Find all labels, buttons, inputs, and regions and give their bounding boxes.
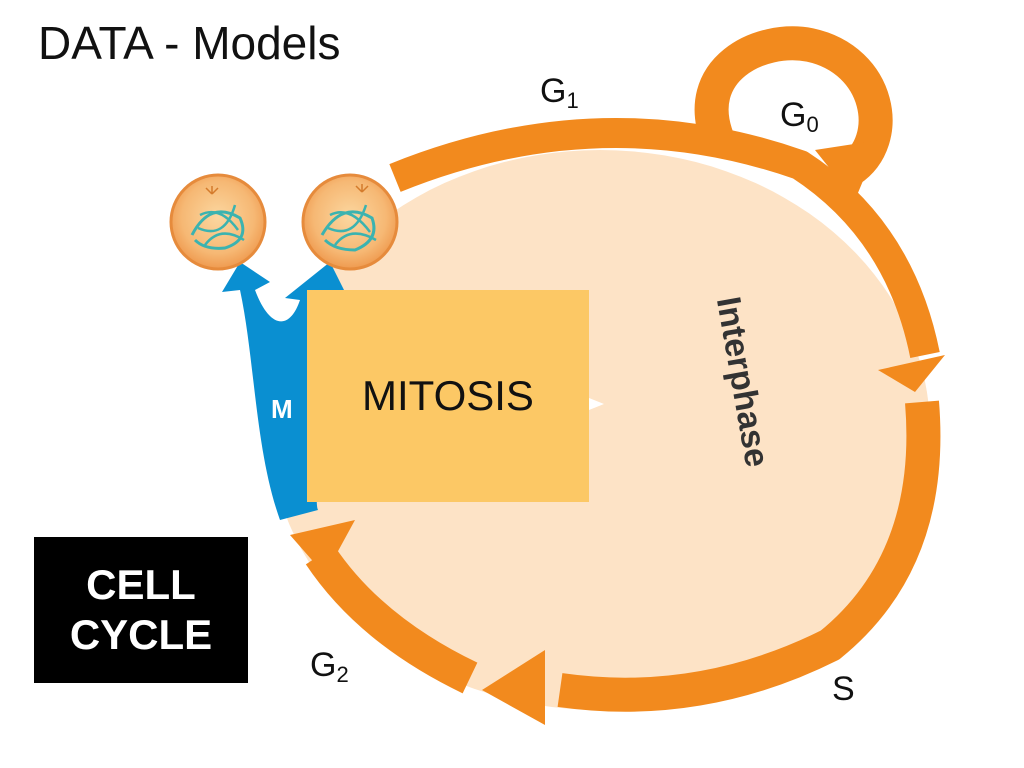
mitosis-wedge: [589, 398, 604, 410]
daughter-cell-left: [169, 173, 267, 271]
s-label: S: [832, 670, 855, 708]
g1-label: G1: [540, 72, 579, 113]
daughter-cell-right: [301, 173, 399, 271]
g2-arrowhead: [290, 520, 355, 575]
g1-arrowhead: [878, 355, 945, 392]
g2-label: G2: [310, 646, 349, 687]
cell-cycle-box: CELL CYCLE: [34, 537, 248, 683]
g2-arc-arrow: [305, 545, 478, 694]
s-arrowhead: [482, 650, 545, 725]
g0-loop-arrow: [694, 26, 893, 185]
g0-arrowhead: [815, 140, 880, 200]
mitosis-box: MITOSIS: [307, 290, 589, 502]
mitosis-label: MITOSIS: [362, 372, 534, 419]
g0-label: G0: [780, 96, 819, 137]
m-label: M: [271, 394, 293, 424]
s-arc-arrow: [557, 400, 941, 712]
slide-title: DATA - Models: [38, 17, 341, 69]
g1-arc-arrow: [389, 118, 940, 359]
cell-cycle-label: CELL CYCLE: [69, 560, 213, 658]
